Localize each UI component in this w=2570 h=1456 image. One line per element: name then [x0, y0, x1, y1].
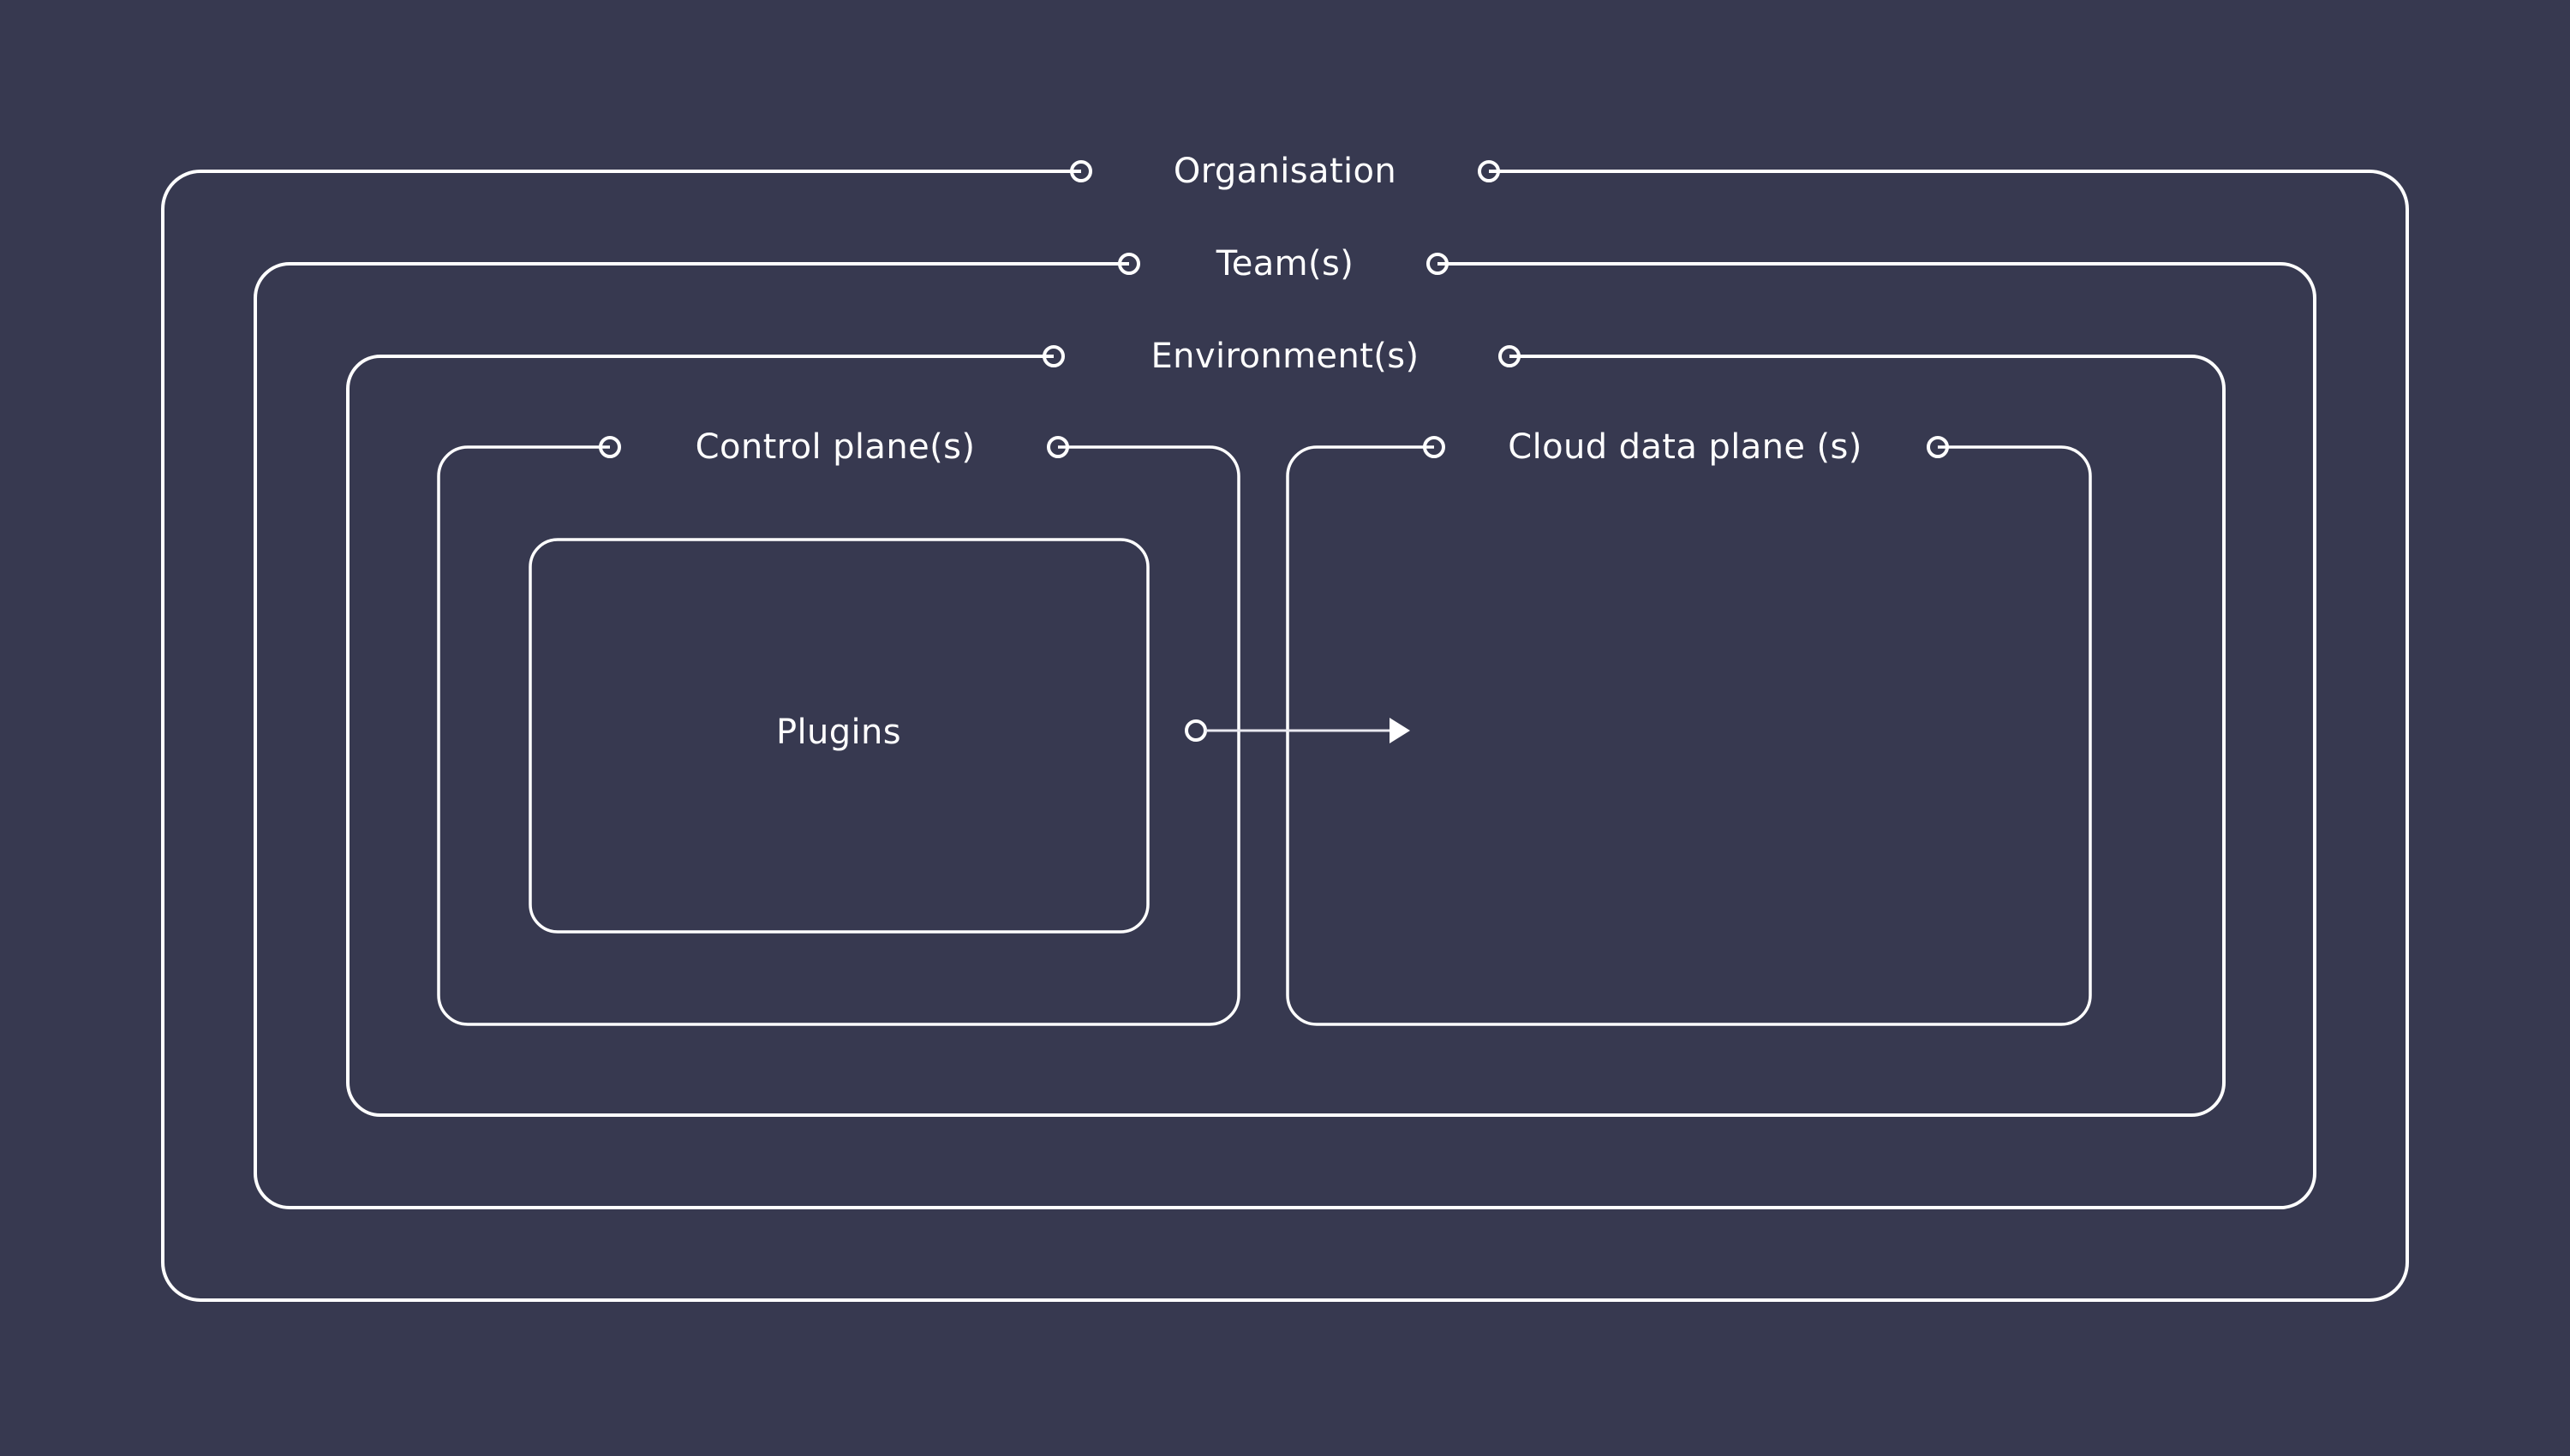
plugins-label: Plugins: [776, 713, 901, 752]
environment-box-outline: [346, 355, 2226, 1117]
control-plane-box-outline: [437, 445, 1240, 1026]
environment-left-node-dot: [1043, 345, 1065, 367]
control-plane-right-node-dot: [1047, 436, 1069, 458]
container-organisation[interactable]: Organisation: [161, 152, 2409, 1302]
organisation-label: Organisation: [1174, 152, 1396, 191]
connector-start-node-dot: [1185, 719, 1207, 742]
team-left-node-dot: [1118, 253, 1140, 275]
organisation-right-node-dot: [1478, 160, 1500, 182]
cloud-data-plane-right-node-dot: [1927, 436, 1949, 458]
cloud-data-plane-left-node-dot: [1423, 436, 1445, 458]
cloud-data-plane-box-outline: [1286, 445, 2092, 1026]
control-plane-left-node-dot: [599, 436, 621, 458]
organisation-left-node-dot: [1070, 160, 1092, 182]
container-team[interactable]: Team(s): [254, 244, 2316, 1209]
team-box-outline: [254, 262, 2316, 1209]
cloud-data-plane-label: Cloud data plane (s): [1508, 427, 1862, 467]
control-plane-label: Control plane(s): [696, 427, 976, 467]
container-plugins[interactable]: Plugins: [529, 538, 1150, 934]
environment-label: Environment(s): [1151, 337, 1419, 376]
team-right-node-dot: [1426, 253, 1449, 275]
container-control-plane[interactable]: Control plane(s): [437, 427, 1240, 1026]
container-environment[interactable]: Environment(s): [346, 337, 2226, 1117]
plugins-box-outline: [529, 538, 1150, 934]
organisation-box-outline: [161, 170, 2409, 1302]
connector-plugins-to-cloud-data-plane: [1185, 718, 1410, 743]
container-cloud-data-plane[interactable]: Cloud data plane (s): [1286, 427, 2092, 1026]
team-label: Team(s): [1216, 244, 1354, 283]
connector-arrow-head-icon: [1390, 718, 1410, 743]
environment-right-node-dot: [1498, 345, 1521, 367]
